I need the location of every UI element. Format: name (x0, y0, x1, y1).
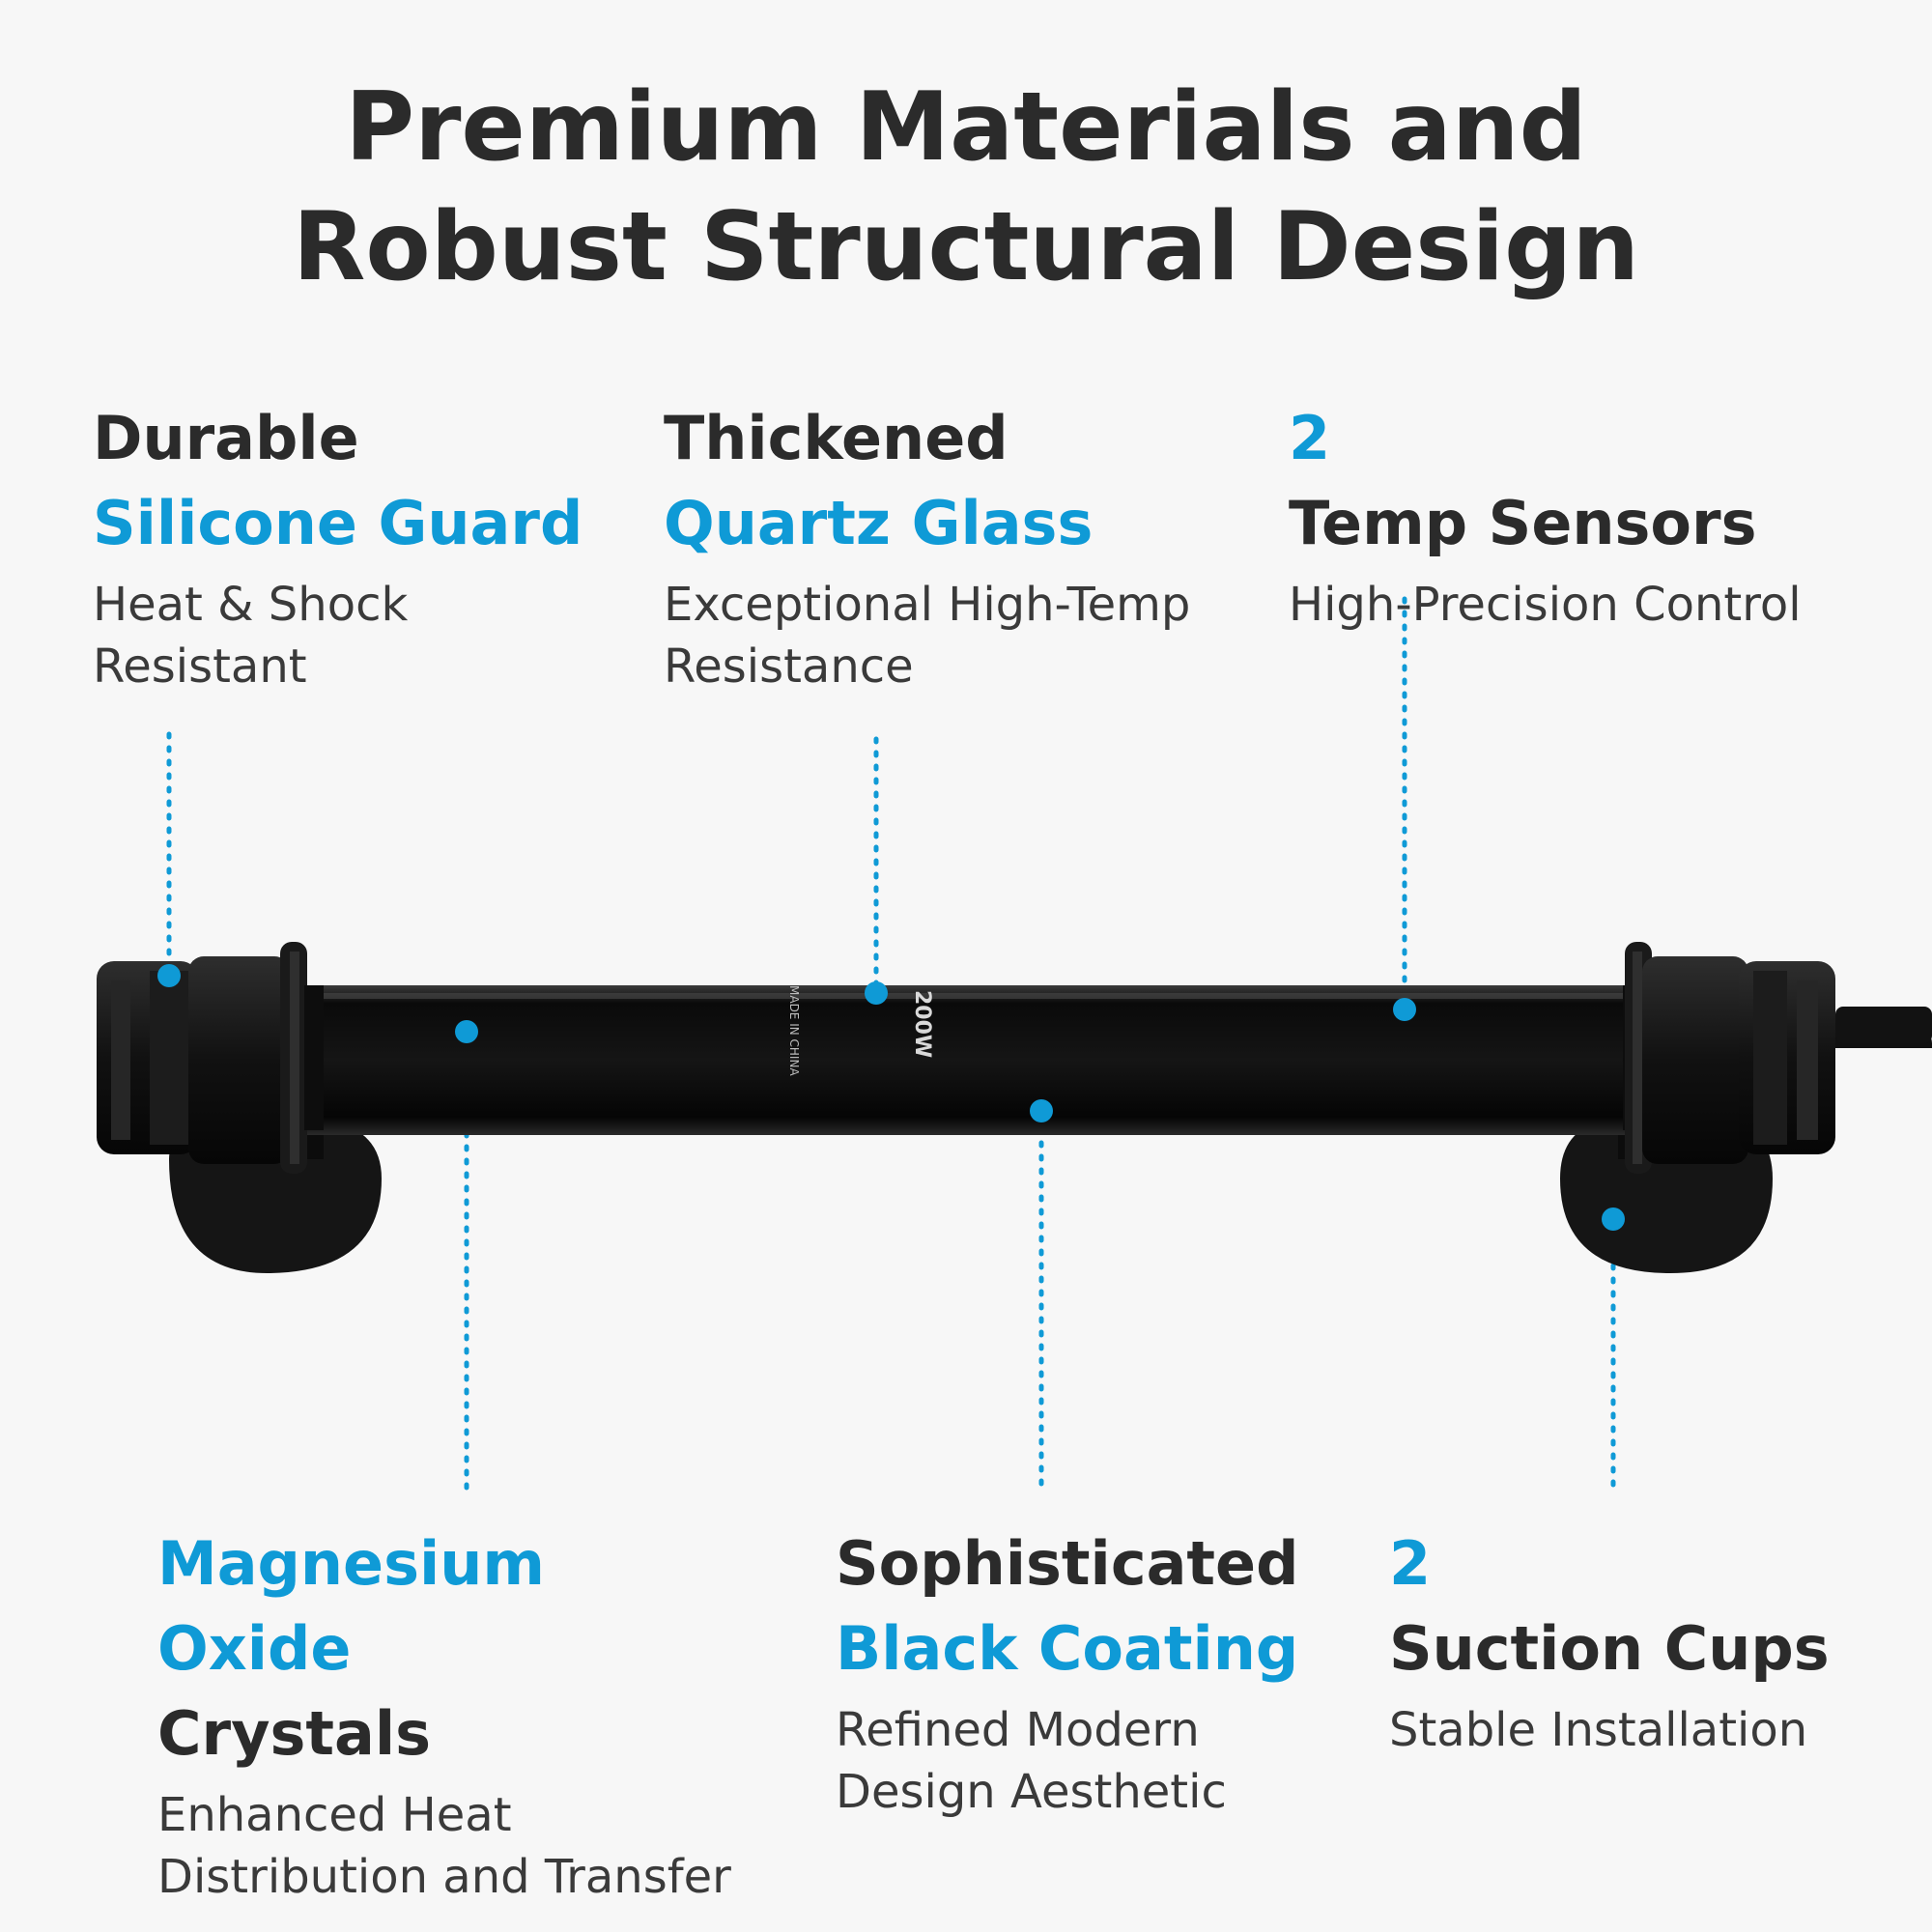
feature-magnesium-oxide: Magnesium Oxide Crystals Enhanced Heat D… (157, 1521, 731, 1908)
feature-quartz-desc-1: Exceptional High-Temp (664, 578, 1191, 632)
silicone-guard-left (97, 942, 324, 1174)
feature-suction-cups: 2 Suction Cups Stable Installation (1389, 1521, 1830, 1761)
feature-silicone-line-1: Durable (93, 403, 359, 473)
feature-quartz-line-1: Thickened (664, 403, 1009, 473)
feature-coating-line-1: Sophisticated (836, 1528, 1299, 1599)
feature-coating-desc-1: Refined Modern (836, 1703, 1200, 1757)
page-title-line-2: Robust Structural Design (292, 192, 1640, 302)
feature-quartz-line-2: Quartz Glass (664, 488, 1094, 558)
feature-magnesium-desc-2: Distribution and Transfer (157, 1850, 731, 1904)
feature-magnesium-line-1: Magnesium (157, 1528, 546, 1599)
wattage-label: 200W (910, 990, 934, 1058)
heater-tube (299, 985, 1633, 1135)
feature-suction-desc-1: Stable Installation (1389, 1703, 1808, 1757)
feature-coating-desc-2: Design Aesthetic (836, 1765, 1227, 1819)
feature-suction-count: 2 (1389, 1528, 1432, 1599)
feature-suction-label: Suction Cups (1389, 1613, 1830, 1684)
feature-silicone-desc-2: Resistant (93, 639, 307, 694)
feature-sensors-desc-1: High-Precision Control (1289, 578, 1802, 632)
feature-quartz-glass: Thickened Quartz Glass Exceptional High-… (664, 396, 1190, 697)
feature-sensors-label: Temp Sensors (1289, 488, 1757, 558)
page-title: Premium Materials and Robust Structural … (0, 68, 1932, 307)
feature-temp-sensors: 2 Temp Sensors High-Precision Control (1289, 396, 1802, 636)
origin-label: MADE IN CHINA (787, 985, 801, 1076)
feature-sensors-count: 2 (1289, 403, 1331, 473)
feature-magnesium-line-2-accent: Oxide (157, 1613, 352, 1684)
marker-dots (157, 964, 1625, 1231)
feature-magnesium-line-2-dark: Crystals (157, 1698, 432, 1769)
feature-silicone-guard: Durable Silicone Guard Heat & Shock Resi… (93, 396, 582, 697)
page-title-line-1: Premium Materials and (345, 72, 1587, 183)
feature-coating-line-2: Black Coating (836, 1613, 1299, 1684)
feature-silicone-line-2: Silicone Guard (93, 488, 583, 558)
feature-silicone-desc-1: Heat & Shock (93, 578, 409, 632)
leader-lines (166, 596, 1616, 1491)
feature-quartz-desc-2: Resistance (664, 639, 914, 694)
silicone-guard-right (1623, 942, 1835, 1174)
feature-black-coating: Sophisticated Black Coating Refined Mode… (836, 1521, 1298, 1823)
feature-magnesium-desc-1: Enhanced Heat (157, 1788, 512, 1842)
